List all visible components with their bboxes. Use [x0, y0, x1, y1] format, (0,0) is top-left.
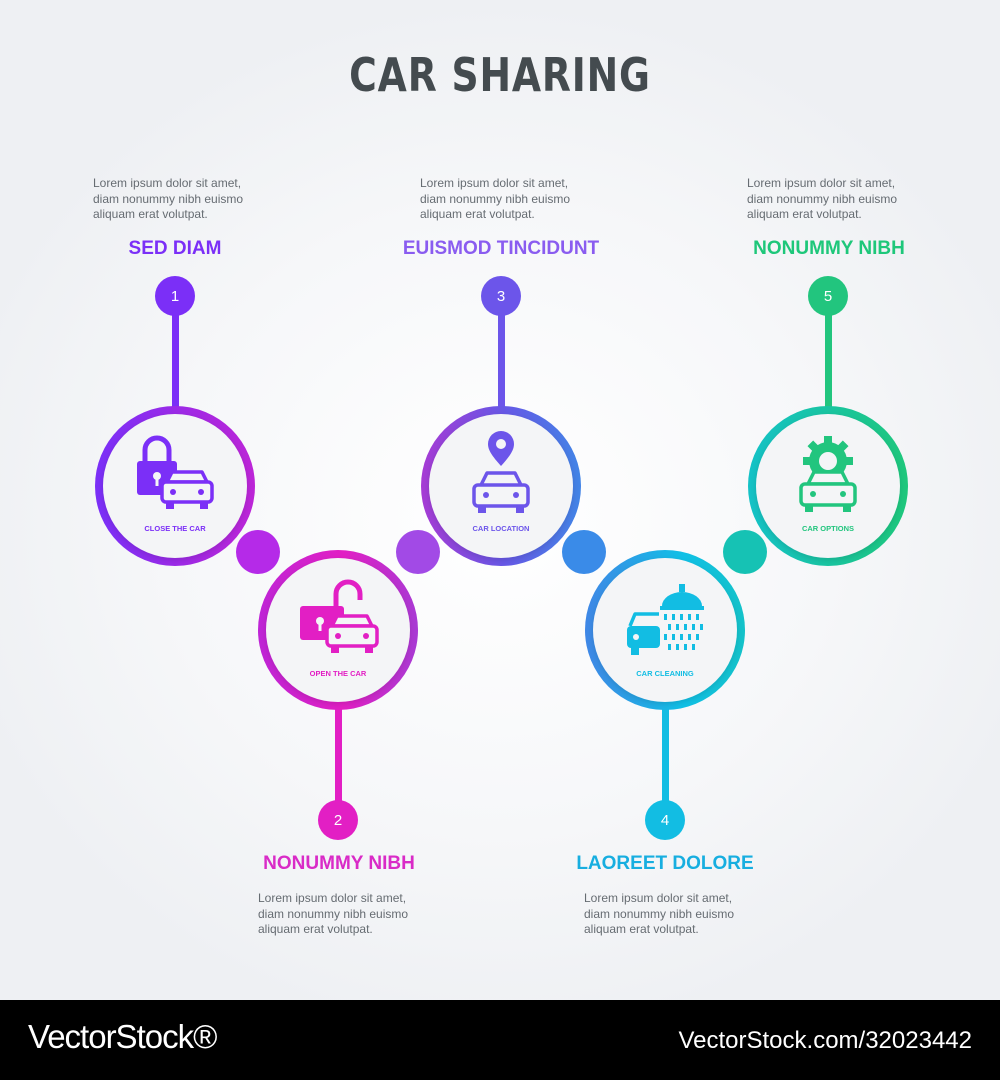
step-5-circle-label: CAR OPTIONS [802, 524, 854, 533]
svg-text:4: 4 [661, 812, 669, 829]
process-diagram: 1 3 5 2 4 [95, 276, 908, 840]
step-4-pin: 4 [645, 800, 685, 840]
connector-stems [172, 310, 832, 810]
step-3-pin: 3 [481, 276, 521, 316]
image-url: VectorStock.com/32023442 [678, 1027, 972, 1054]
page-title: CAR SHARING [349, 48, 651, 102]
step-4-heading: LAOREET DOLORE [576, 853, 754, 874]
step-3-description: Lorem ipsum dolor sit amet,diam nonummy … [420, 176, 571, 221]
step-2-description: Lorem ipsum dolor sit amet,diam nonummy … [258, 891, 409, 936]
step-3-heading: EUISMOD TINCIDUNT [402, 238, 600, 259]
step-1-heading: SED DIAM [128, 238, 222, 259]
step-5-description: Lorem ipsum dolor sit amet,diam nonummy … [747, 176, 898, 221]
svg-text:5: 5 [824, 288, 832, 305]
svg-text:2: 2 [334, 812, 342, 829]
car-cleaning-icon [627, 584, 704, 655]
step-5-heading: NONUMMY NIBH [753, 238, 905, 259]
svg-text:1: 1 [171, 288, 179, 305]
step-1-description: Lorem ipsum dolor sit amet,diam nonummy … [93, 176, 244, 221]
step-4-circle-label: CAR CLEANING [636, 669, 694, 678]
step-3-circle-label: CAR LOCATION [473, 524, 530, 533]
step-2-circle-label: OPEN THE CAR [310, 669, 367, 678]
step-4-description: Lorem ipsum dolor sit amet,diam nonummy … [584, 891, 735, 936]
step-1-pin: 1 [155, 276, 195, 316]
step-4-circle [585, 550, 745, 710]
watermark-footer: VectorStock® VectorStock.com/32023442 [0, 1000, 1000, 1080]
step-5-pin: 5 [808, 276, 848, 316]
unlocked-car-icon [300, 579, 379, 653]
locked-car-icon [137, 435, 214, 509]
car-location-icon [472, 431, 530, 513]
step-2-heading: NONUMMY NIBH [263, 853, 415, 874]
connector-joints [236, 530, 767, 574]
step-1-circle-label: CLOSE THE CAR [144, 524, 206, 533]
vectorstock-logo: VectorStock® [28, 1018, 217, 1055]
svg-text:3: 3 [497, 288, 505, 305]
step-2-pin: 2 [318, 800, 358, 840]
infographic-canvas: CAR SHARING Lorem ipsum dolor sit amet,d… [0, 0, 1000, 1000]
car-options-icon [799, 436, 857, 512]
